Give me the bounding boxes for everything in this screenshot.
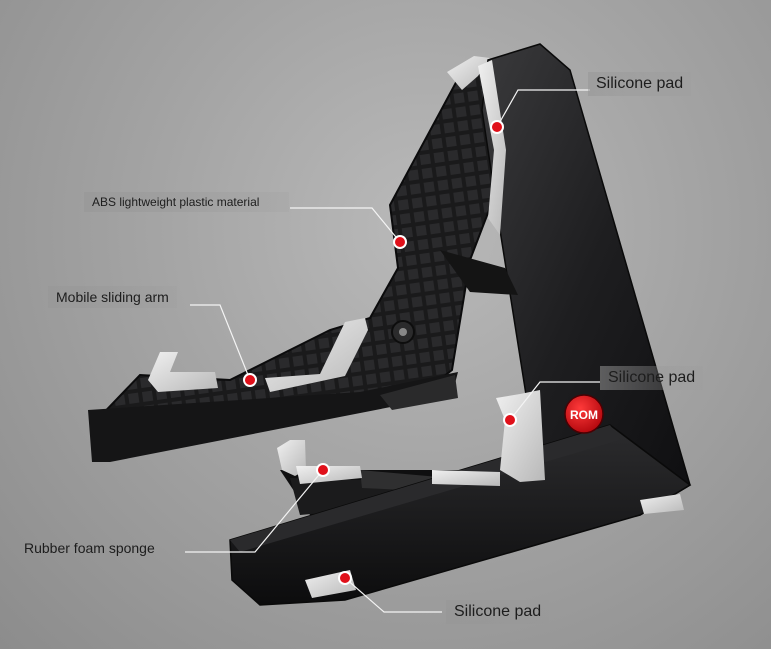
rear-pads xyxy=(148,56,490,392)
callout-foam-sponge: Rubber foam sponge xyxy=(24,540,155,556)
brand-logo: ROM xyxy=(564,394,604,434)
callout-sliding-arm: Mobile sliding arm xyxy=(48,286,177,308)
callout-abs-material: ABS lightweight plastic material xyxy=(84,192,290,212)
brand-logo-text: ROM xyxy=(570,408,598,422)
base xyxy=(229,390,692,606)
callout-silicone-pad-mid: Silicone pad xyxy=(600,366,704,390)
marker-dots xyxy=(243,120,517,585)
callout-silicone-pad-bottom: Silicone pad xyxy=(446,600,550,624)
callout-silicone-pad-top: Silicone pad xyxy=(588,72,692,96)
leader-lines xyxy=(185,89,600,613)
